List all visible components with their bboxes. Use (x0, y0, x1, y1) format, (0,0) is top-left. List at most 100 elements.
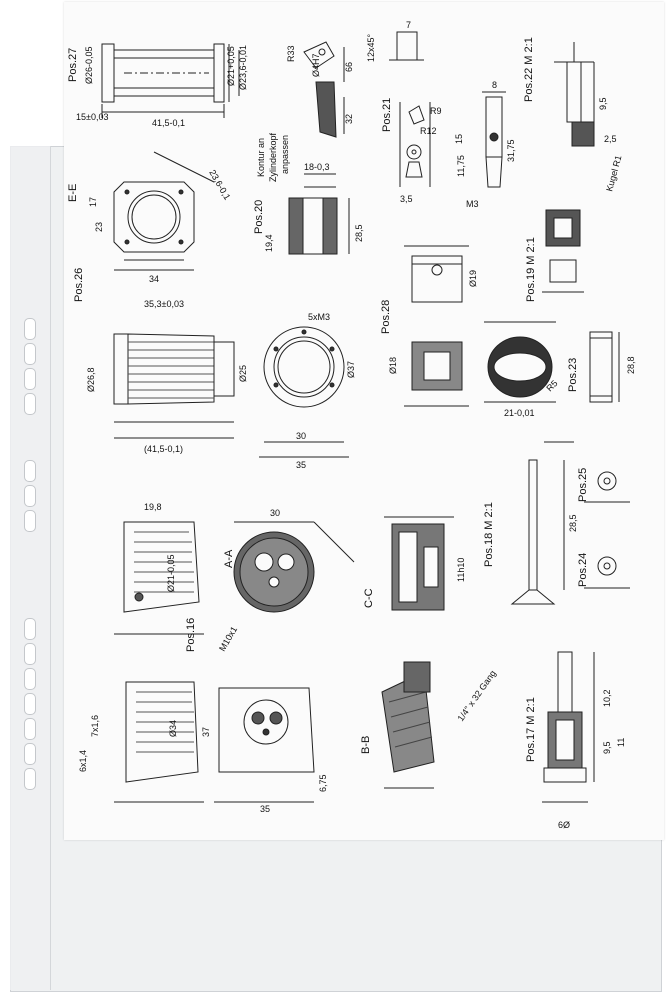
label-17: 17 (88, 197, 98, 207)
part-pos18 (510, 441, 574, 605)
label-aa: A-A (223, 549, 235, 568)
punch-hole-4 (24, 393, 36, 415)
label-30: 30 (296, 431, 306, 441)
part-pos28 (404, 245, 469, 407)
label-r33: R33 (286, 45, 296, 62)
label-8: 8 (492, 80, 497, 90)
punch-hole-10 (24, 668, 36, 690)
label-cc: C-C (363, 588, 375, 608)
label-pos28: Pos.28 (380, 300, 392, 334)
label-28-5-b: 28,5 (568, 514, 578, 532)
part-pos26-flange (259, 326, 349, 458)
part-kontur (303, 41, 345, 138)
label-34-b: Ø34 (168, 720, 178, 737)
label-19-8: 19,8 (144, 502, 162, 512)
label-kontur-2: Zylinderkopf (268, 132, 278, 182)
label-m3: M3 (466, 199, 479, 209)
part-pos24 (584, 556, 630, 589)
punch-hole-11 (24, 693, 36, 715)
punch-hole-12 (24, 718, 36, 740)
label-m10x1: M10x1 (217, 625, 239, 653)
label-9-5-b: 9,5 (602, 741, 612, 754)
part-pos25 (584, 471, 630, 503)
part-pos16-bottom (114, 681, 204, 803)
label-pos17: Pos.17 M 2:1 (525, 697, 537, 762)
label-4h7: Ø4H7 (311, 53, 321, 77)
label-pos21: Pos.21 (381, 98, 393, 132)
label-pos27-l1: 15±0,03 (76, 112, 108, 122)
label-pos27-d3: Ø23,6-0,01 (238, 45, 248, 90)
label-pos27-l2: 41,5-0,1 (152, 118, 185, 128)
label-21: 21-0,01 (504, 408, 535, 418)
part-pos19 (542, 209, 584, 293)
punch-hole-2 (24, 343, 36, 365)
part-aa-section (233, 521, 355, 613)
part-ee-view (113, 151, 215, 271)
punch-hole-13 (24, 743, 36, 765)
label-19: Ø19 (468, 270, 478, 287)
label-pos16: Pos.16 (185, 618, 197, 652)
label-bb: B-B (360, 736, 372, 754)
label-26-8: Ø26,8 (86, 367, 96, 392)
label-19-4: 19,4 (264, 234, 274, 252)
label-pos20: Pos.20 (253, 200, 265, 234)
label-10-2: 10,2 (602, 689, 612, 707)
part-pos16-side (114, 521, 204, 635)
label-35-c: 35 (260, 804, 270, 814)
label-23: 23 (94, 222, 104, 232)
label-25: Ø25 (238, 365, 248, 382)
label-pos19: Pos.19 M 2:1 (525, 237, 537, 302)
label-pos26: Pos.26 (73, 268, 85, 302)
punch-hole-7 (24, 510, 36, 532)
punch-hole-14 (24, 768, 36, 790)
label-41-5: (41,5-0,1) (144, 444, 183, 454)
sleeve-binding-strip (10, 146, 51, 990)
part-cc-section (384, 516, 454, 611)
label-37: Ø37 (346, 361, 356, 378)
part-pos27 (101, 43, 240, 118)
label-11: 11 (616, 738, 626, 747)
label-6f: 6Ø (558, 820, 570, 830)
label-34: 34 (149, 274, 159, 284)
label-23-6: 23,6-0,1 (207, 168, 232, 202)
drawing-sheet: Pos.27 Ø26-0,05 Ø21+0,05 Ø23,6-0,01 15±0… (64, 2, 664, 840)
label-35-3: 35,3±0,03 (144, 299, 184, 309)
label-pos23: Pos.23 (567, 358, 579, 392)
label-12x45: 12x45° (366, 33, 376, 62)
part-top-detail (389, 31, 424, 61)
label-6-75: 6,75 (318, 774, 328, 792)
label-pos25: Pos.25 (577, 468, 589, 502)
punch-hole-6 (24, 485, 36, 507)
part-bb-section (381, 661, 435, 789)
technical-drawing: Pos.27 Ø26-0,05 Ø21+0,05 Ø23,6-0,01 15±0… (67, 20, 636, 830)
label-pos24: Pos.24 (577, 553, 589, 587)
part-pos21-side (482, 91, 506, 188)
label-35: 35 (296, 460, 306, 470)
part-pos23 (589, 331, 620, 403)
label-21-b: Ø21-0,05 (166, 554, 176, 592)
part-head-plan (214, 687, 315, 803)
label-kontur-3: anpassen (280, 135, 290, 174)
part-pos22 (554, 42, 595, 147)
label-15: 15 (454, 134, 464, 144)
label-kugel: Kugel R1 (604, 154, 623, 192)
label-37-c: 37 (201, 727, 211, 737)
label-pos27: Pos.27 (67, 48, 79, 82)
part-pos26 (113, 333, 235, 439)
label-32-gang: 1/4" x 32 Gang (455, 668, 497, 723)
label-3-5: 3,5 (400, 194, 413, 204)
label-5xm3: 5xM3 (308, 312, 330, 322)
label-9-5: 9,5 (598, 97, 608, 110)
label-28-8: 28,8 (626, 356, 636, 374)
label-18-b: Ø18 (388, 357, 398, 374)
label-66: 66 (344, 62, 354, 72)
label-6x1-4: 6x1,4 (78, 750, 88, 772)
punch-hole-5 (24, 460, 36, 482)
label-pos18: Pos.18 M 2:1 (483, 502, 495, 567)
label-31-75: 31,75 (506, 139, 516, 162)
label-r9: R9 (430, 106, 442, 116)
label-11-75: 11,75 (456, 155, 466, 177)
label-32: 32 (344, 114, 354, 124)
part-pos17 (542, 651, 595, 803)
